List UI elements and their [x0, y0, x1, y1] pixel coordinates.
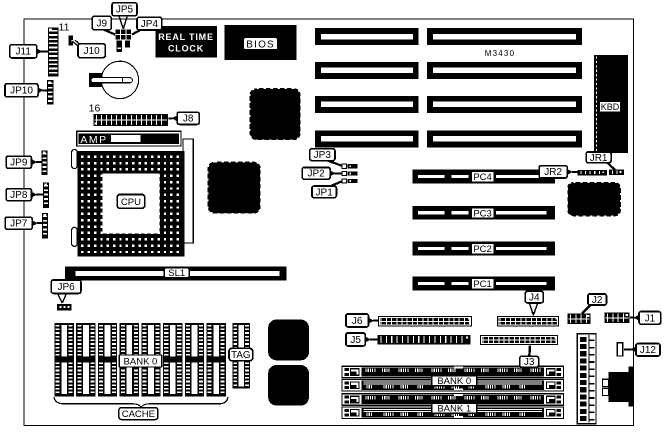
svg-text:TAG: TAG [231, 350, 250, 361]
svg-text:JR1: JR1 [590, 153, 608, 164]
svg-text:JP3: JP3 [314, 150, 332, 161]
svg-text:JP1: JP1 [316, 187, 334, 198]
svg-text:BANK 1: BANK 1 [437, 404, 471, 415]
svg-text:J11: J11 [16, 47, 32, 58]
svg-text:J5: J5 [350, 335, 361, 346]
svg-text:REAL TIME: REAL TIME [158, 32, 214, 42]
svg-text:BANK 0: BANK 0 [437, 376, 471, 387]
svg-text:J10: J10 [84, 46, 101, 57]
svg-text:BANK 0: BANK 0 [124, 356, 158, 367]
svg-text:J12: J12 [640, 345, 657, 356]
svg-text:SL1: SL1 [168, 268, 185, 279]
svg-text:11: 11 [59, 22, 70, 34]
svg-text:JP4: JP4 [141, 19, 159, 30]
svg-text:JP8: JP8 [10, 190, 28, 201]
svg-text:JR2: JR2 [544, 167, 562, 178]
svg-text:JP2: JP2 [307, 169, 325, 180]
svg-text:J8: J8 [183, 114, 194, 125]
svg-text:JP6: JP6 [57, 282, 75, 293]
svg-text:CLOCK: CLOCK [168, 44, 204, 54]
svg-text:KBD: KBD [601, 102, 620, 112]
svg-text:J4: J4 [529, 293, 540, 304]
svg-text:JP5: JP5 [116, 5, 134, 16]
svg-text:16: 16 [89, 103, 101, 115]
svg-text:M3430: M3430 [485, 49, 515, 58]
svg-text:JP10: JP10 [10, 86, 33, 97]
svg-text:PC4: PC4 [473, 172, 491, 183]
svg-text:J2: J2 [592, 295, 603, 306]
svg-text:J6: J6 [352, 316, 363, 327]
svg-text:J9: J9 [97, 18, 108, 29]
svg-text:J3: J3 [524, 357, 535, 368]
svg-text:PC3: PC3 [473, 208, 491, 219]
svg-text:JP9: JP9 [10, 158, 28, 169]
svg-text:BIOS: BIOS [246, 39, 275, 50]
svg-text:JP7: JP7 [10, 219, 28, 230]
svg-text:J1: J1 [645, 313, 656, 324]
svg-text:PC1: PC1 [473, 279, 491, 290]
svg-text:CACHE: CACHE [122, 409, 155, 420]
svg-text:PC2: PC2 [473, 244, 491, 255]
svg-text:CPU: CPU [121, 197, 141, 208]
svg-text:AMP: AMP [80, 134, 107, 146]
